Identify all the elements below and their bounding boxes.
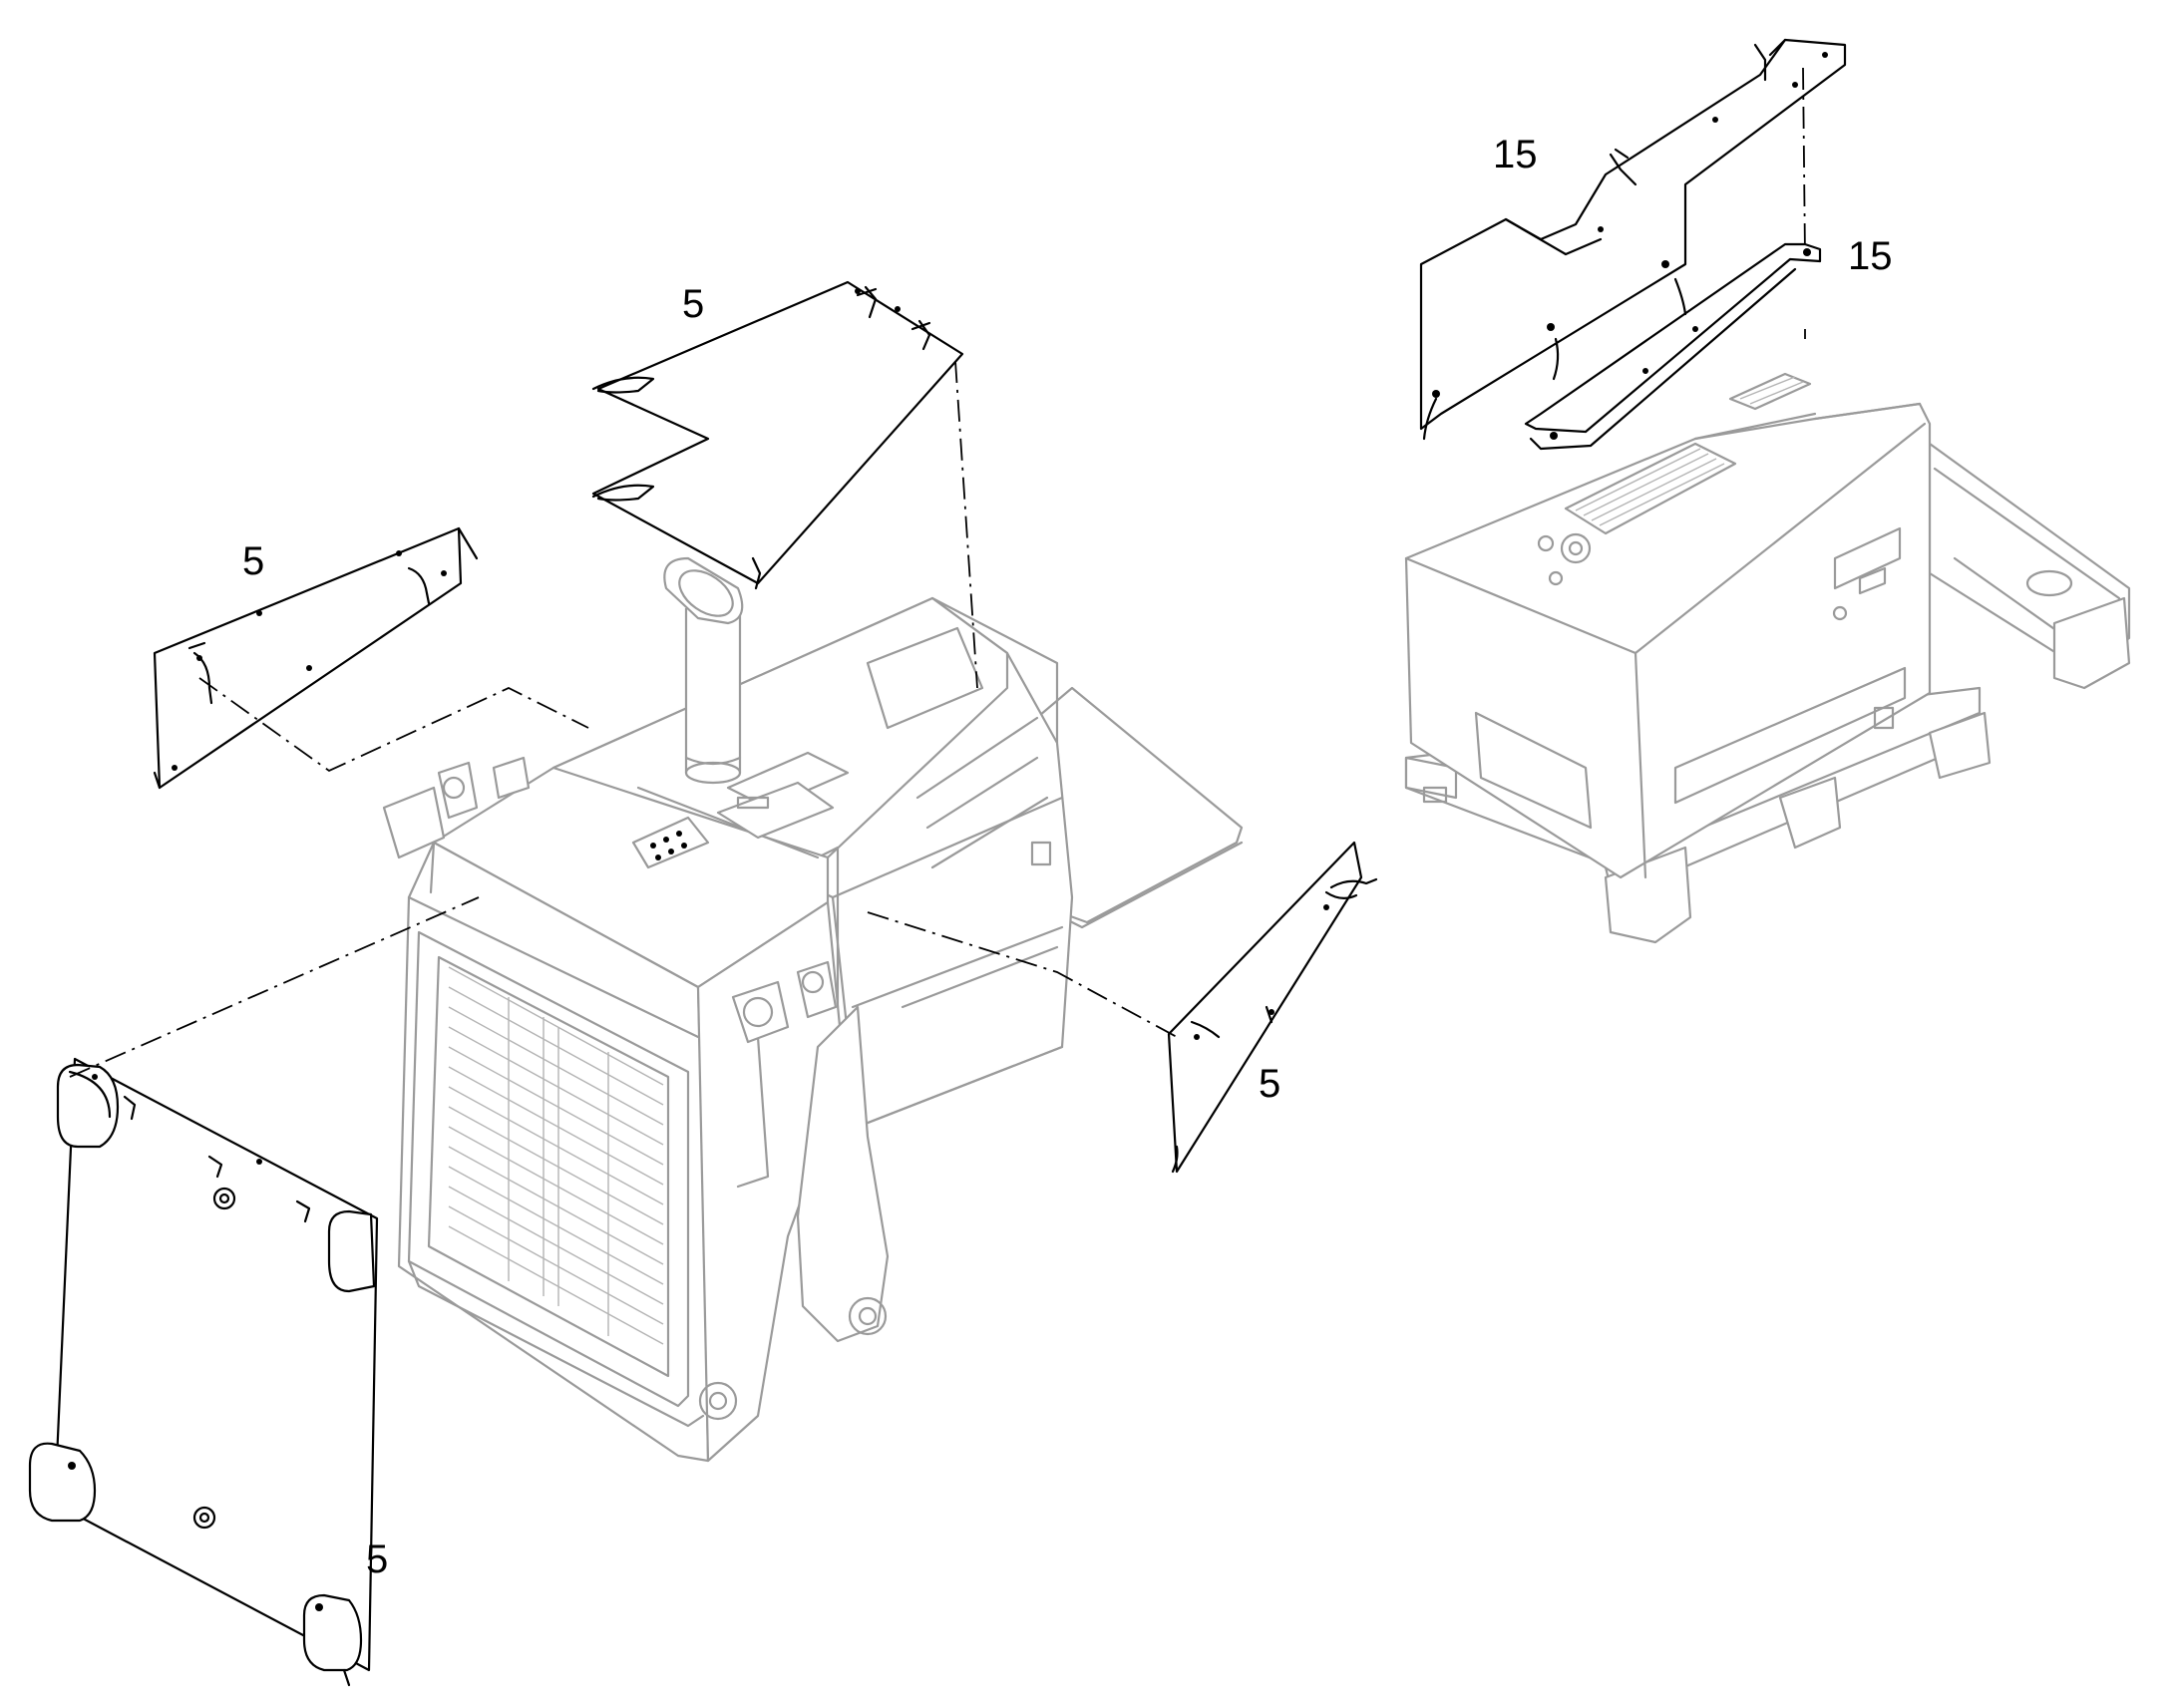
callout-top-right-bracket: 15 [1848,234,1893,278]
top-right-cover-panel [1419,38,1847,441]
callout-right-side-panel: 5 [1259,1062,1280,1106]
left-side-panel [153,526,479,790]
leader-lines [69,67,1806,1078]
machine-body-right [1404,372,2131,944]
callout-left-side-panel: 5 [242,539,264,583]
front-grille-panel [28,1057,379,1687]
callout-top-right-cover: 15 [1493,133,1538,176]
top-vent-louvers [1575,448,1725,526]
callout-top-center-panel: 5 [682,282,704,326]
top-cover-panel [591,280,964,590]
exhaust-stack [663,556,744,785]
right-side-panel [1167,841,1378,1174]
top-right-bracket [1524,242,1822,451]
machine-body-left [382,556,1244,1463]
control-panel-dots [650,831,687,860]
grille-slats [448,966,664,1345]
callout-front-grille-panel: 5 [366,1537,388,1581]
